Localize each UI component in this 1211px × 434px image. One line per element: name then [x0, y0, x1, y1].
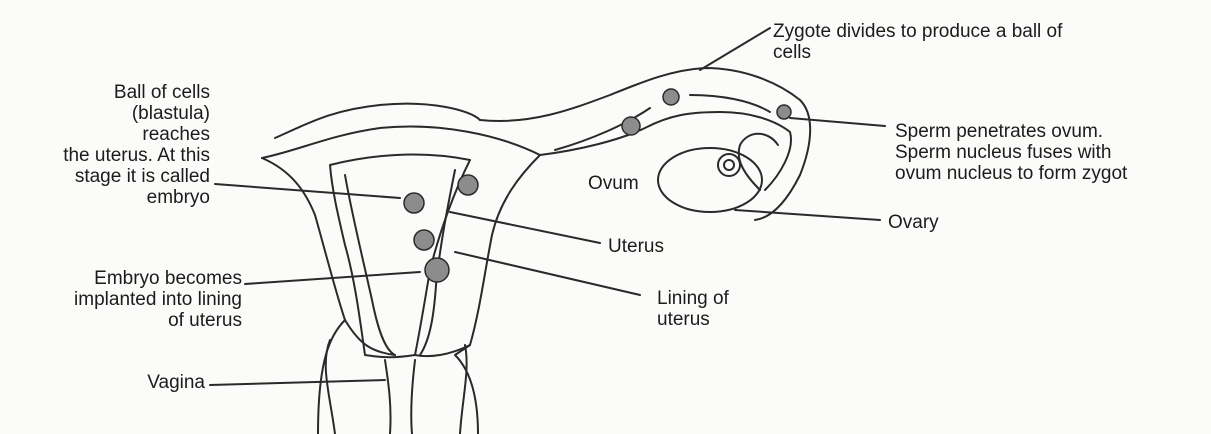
label-vagina: Vagina — [100, 372, 205, 393]
ball-of-cells-tube — [622, 117, 640, 135]
vagina-inner — [385, 360, 415, 434]
leader-zygote — [700, 28, 770, 70]
label-embryo-implanted: Embryo becomes implanted into lining of … — [30, 268, 242, 331]
leader-blastula — [215, 184, 400, 198]
leader-uterus — [450, 212, 600, 243]
follicle — [718, 154, 740, 176]
leader-embryo — [245, 272, 420, 284]
vagina-wall-right — [460, 345, 467, 434]
embryo-implanted — [425, 258, 449, 282]
label-blastula: Ball of cells (blastula) reaches the ute… — [60, 82, 210, 208]
leader-ovary — [735, 210, 880, 220]
ball-of-cells-1 — [404, 193, 424, 213]
ovary-shape — [658, 148, 762, 212]
label-ovary: Ovary — [888, 212, 978, 233]
ball-of-cells-3 — [414, 230, 434, 250]
label-lining-of-uterus: Lining of uterus — [657, 288, 767, 330]
ovum-fertilization — [777, 105, 791, 119]
ball-of-cells-2 — [458, 175, 478, 195]
uterus-cavity — [330, 155, 470, 358]
vagina-wall-left — [326, 340, 335, 434]
leader-sperm — [790, 118, 885, 126]
label-sperm-penetrates: Sperm penetrates ovum. Sperm nucleus fus… — [895, 121, 1211, 184]
fallopian-tube-upper — [480, 68, 810, 220]
label-ovum: Ovum — [588, 173, 668, 194]
label-uterus: Uterus — [608, 236, 698, 257]
label-zygote-divides: Zygote divides to produce a ball of cell… — [773, 21, 1173, 63]
zygote-cell — [663, 89, 679, 105]
follicle-inner — [724, 160, 734, 170]
leader-vagina — [210, 380, 385, 385]
